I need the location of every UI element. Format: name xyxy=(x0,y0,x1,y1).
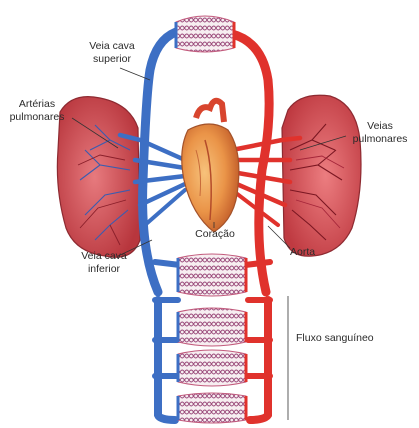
label-vena-cava-superior: Veia cava superior xyxy=(72,40,152,66)
label-vena-cava-inferior: Veia cava inferior xyxy=(70,250,138,276)
label-arterias-pulmonares: Artérias pulmonares xyxy=(2,98,72,124)
label-aorta: Aorta xyxy=(290,246,340,259)
label-fluxo-sanguineo: Fluxo sanguíneo xyxy=(296,332,406,345)
capillary-bed-upper xyxy=(176,16,234,52)
capillary-bed-3 xyxy=(178,350,246,386)
label-veias-pulmonares: Veias pulmonares xyxy=(344,120,416,146)
label-coracao: Coração xyxy=(180,228,250,241)
capillary-bed-4 xyxy=(178,393,246,423)
heart xyxy=(182,101,239,232)
capillary-bed-1 xyxy=(178,254,246,296)
capillary-bed-2 xyxy=(178,308,246,346)
